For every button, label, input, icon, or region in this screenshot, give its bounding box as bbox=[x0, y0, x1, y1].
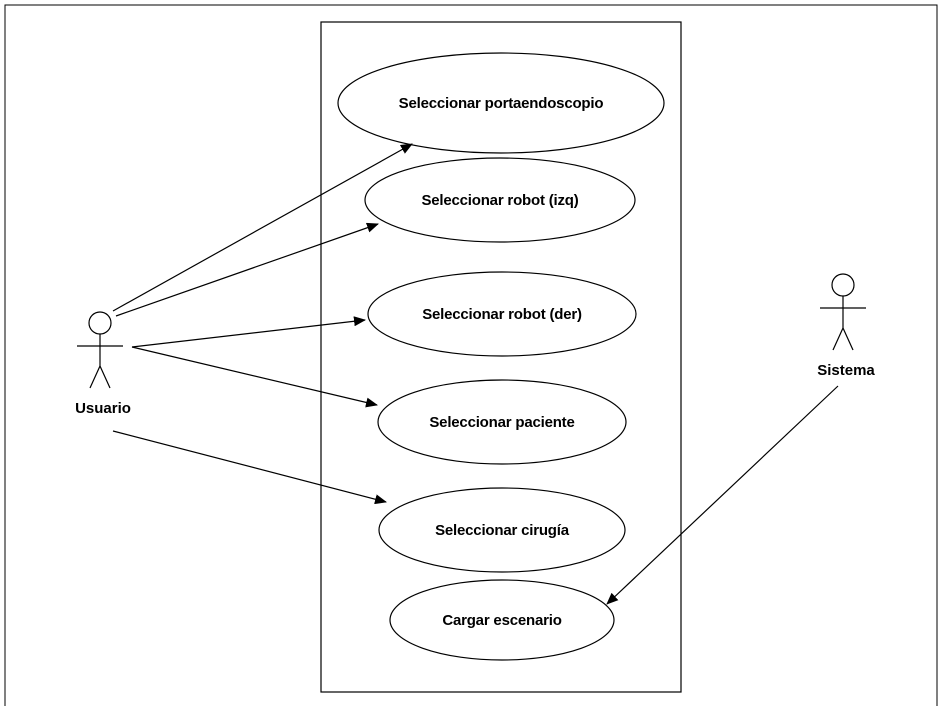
actor-head bbox=[88, 311, 112, 335]
association-user-robot-der bbox=[131, 316, 366, 348]
actor-left-leg bbox=[832, 327, 844, 351]
use-case-robot-izq[interactable]: Seleccionar robot (izq) bbox=[364, 157, 636, 243]
actor-head bbox=[831, 273, 855, 297]
actor-right-leg bbox=[99, 365, 111, 389]
diagram-frame bbox=[4, 4, 938, 706]
use-case-label: Seleccionar robot (der) bbox=[422, 306, 582, 323]
actor-right-leg bbox=[842, 327, 854, 351]
use-case-paciente[interactable]: Seleccionar paciente bbox=[377, 379, 627, 465]
use-case-cargar-escenario[interactable]: Cargar escenario bbox=[389, 579, 615, 661]
use-case-label: Seleccionar cirugía bbox=[435, 522, 570, 539]
use-case-portaendoscopio[interactable]: Seleccionar portaendoscopio bbox=[337, 52, 665, 154]
association-user-cirugia bbox=[112, 430, 387, 505]
use-case-label: Seleccionar robot (izq) bbox=[421, 192, 578, 209]
system-boundary bbox=[320, 21, 682, 693]
actor-left-leg bbox=[89, 365, 101, 389]
association-user-paciente bbox=[131, 346, 378, 408]
use-case-robot-der[interactable]: Seleccionar robot (der) bbox=[367, 271, 637, 357]
actor-user-label: Usuario bbox=[75, 400, 131, 417]
use-case-label: Seleccionar paciente bbox=[429, 414, 574, 431]
actor-system-label: Sistema bbox=[817, 362, 875, 379]
use-case-label: Seleccionar portaendoscopio bbox=[399, 95, 604, 112]
association-system-cargar-escenario bbox=[606, 385, 839, 605]
association-user-portaendoscopio bbox=[112, 143, 413, 312]
actor-system[interactable] bbox=[820, 273, 866, 351]
association-user-robot-izq bbox=[115, 222, 379, 317]
actor-user[interactable] bbox=[77, 311, 123, 389]
use-case-cirugia[interactable]: Seleccionar cirugía bbox=[378, 487, 626, 573]
use-case-label: Cargar escenario bbox=[442, 612, 561, 629]
